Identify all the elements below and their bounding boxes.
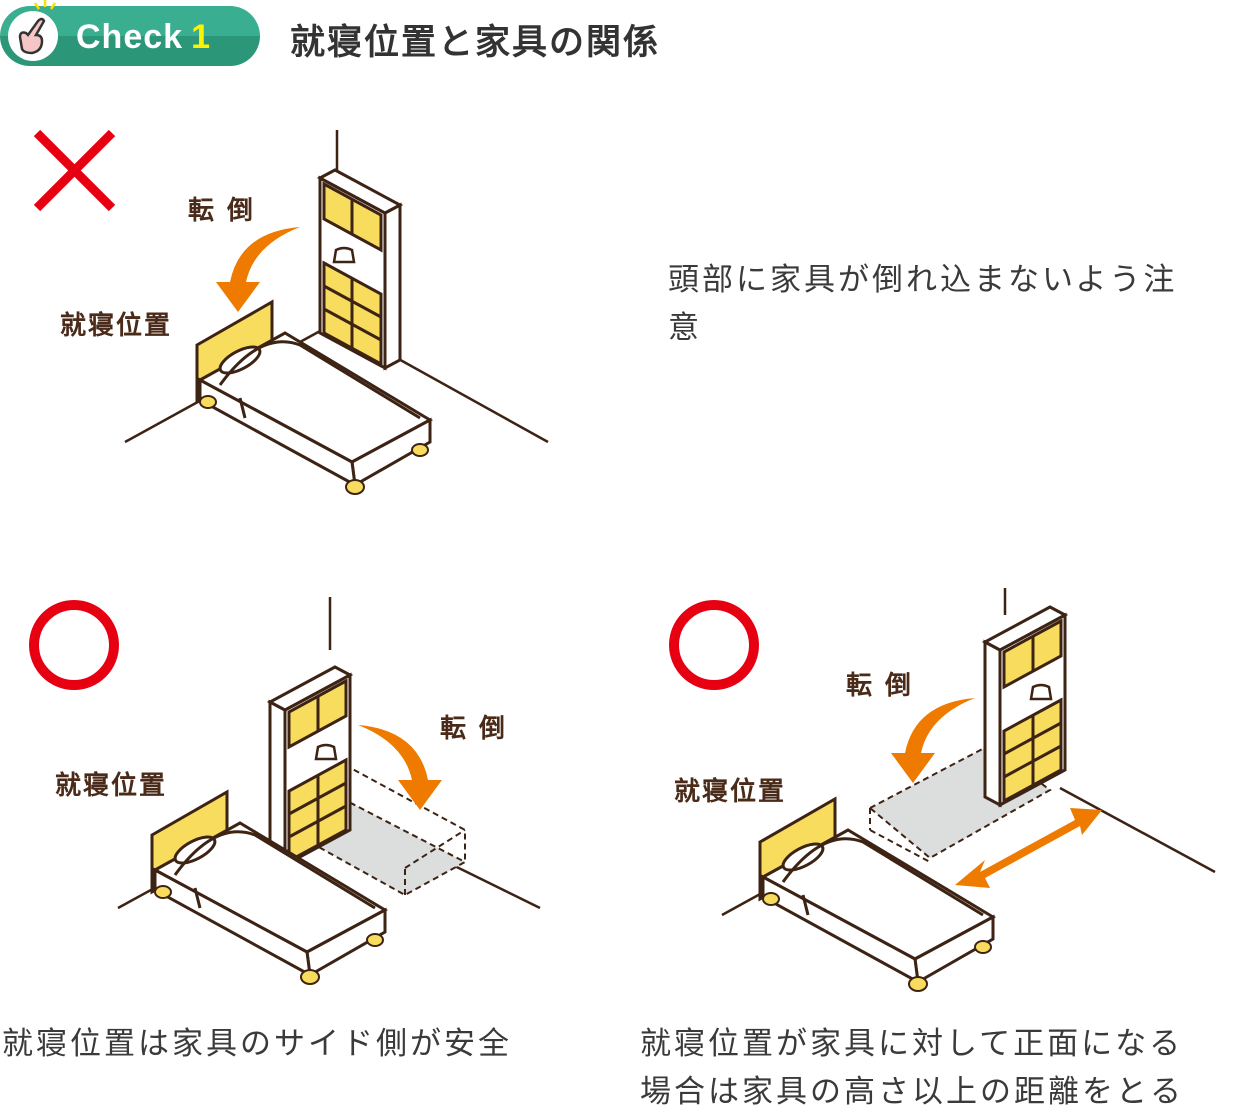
sleep-position-label: 就寝位置 (674, 777, 787, 807)
circle-ok-icon (669, 600, 759, 690)
scene-good-distance (669, 588, 1216, 993)
caption-line: 就寝位置が家具に対して正面になる (640, 1026, 1184, 1062)
circle-ok-icon (29, 600, 119, 690)
badge-number: 1 (191, 18, 211, 56)
scene-bad (33, 129, 549, 496)
caption-bad: 頭部に家具が倒れ込まないよう注 意 (668, 256, 1177, 352)
fall-label: 転 倒 (846, 671, 914, 701)
caption-line: 就寝位置は家具のサイド側が安全 (2, 1026, 512, 1062)
caption-distance: 就寝位置が家具に対して正面になる 場合は家具の高さ以上の距離をとる (640, 1020, 1184, 1116)
badge-word: Check (76, 18, 184, 56)
caption-line: 場合は家具の高さ以上の距離をとる (640, 1074, 1184, 1110)
caption-line: 頭部に家具が倒れ込まないよう注 (668, 262, 1178, 298)
pointing-hand-icon (8, 11, 58, 61)
sparkle-icon (33, 0, 57, 10)
caption-line: 意 (668, 310, 702, 346)
fall-label: 転 倒 (440, 714, 508, 744)
page-title: 就寝位置と家具の関係 (290, 23, 661, 63)
caption-side: 就寝位置は家具のサイド側が安全 (2, 1020, 512, 1068)
sleep-position-label: 就寝位置 (60, 311, 173, 341)
scene-good-side (29, 597, 541, 986)
cross-icon (33, 129, 116, 212)
sleep-position-label: 就寝位置 (55, 771, 168, 801)
distance-arrow-icon (955, 808, 1102, 888)
fall-label: 転 倒 (188, 196, 256, 226)
